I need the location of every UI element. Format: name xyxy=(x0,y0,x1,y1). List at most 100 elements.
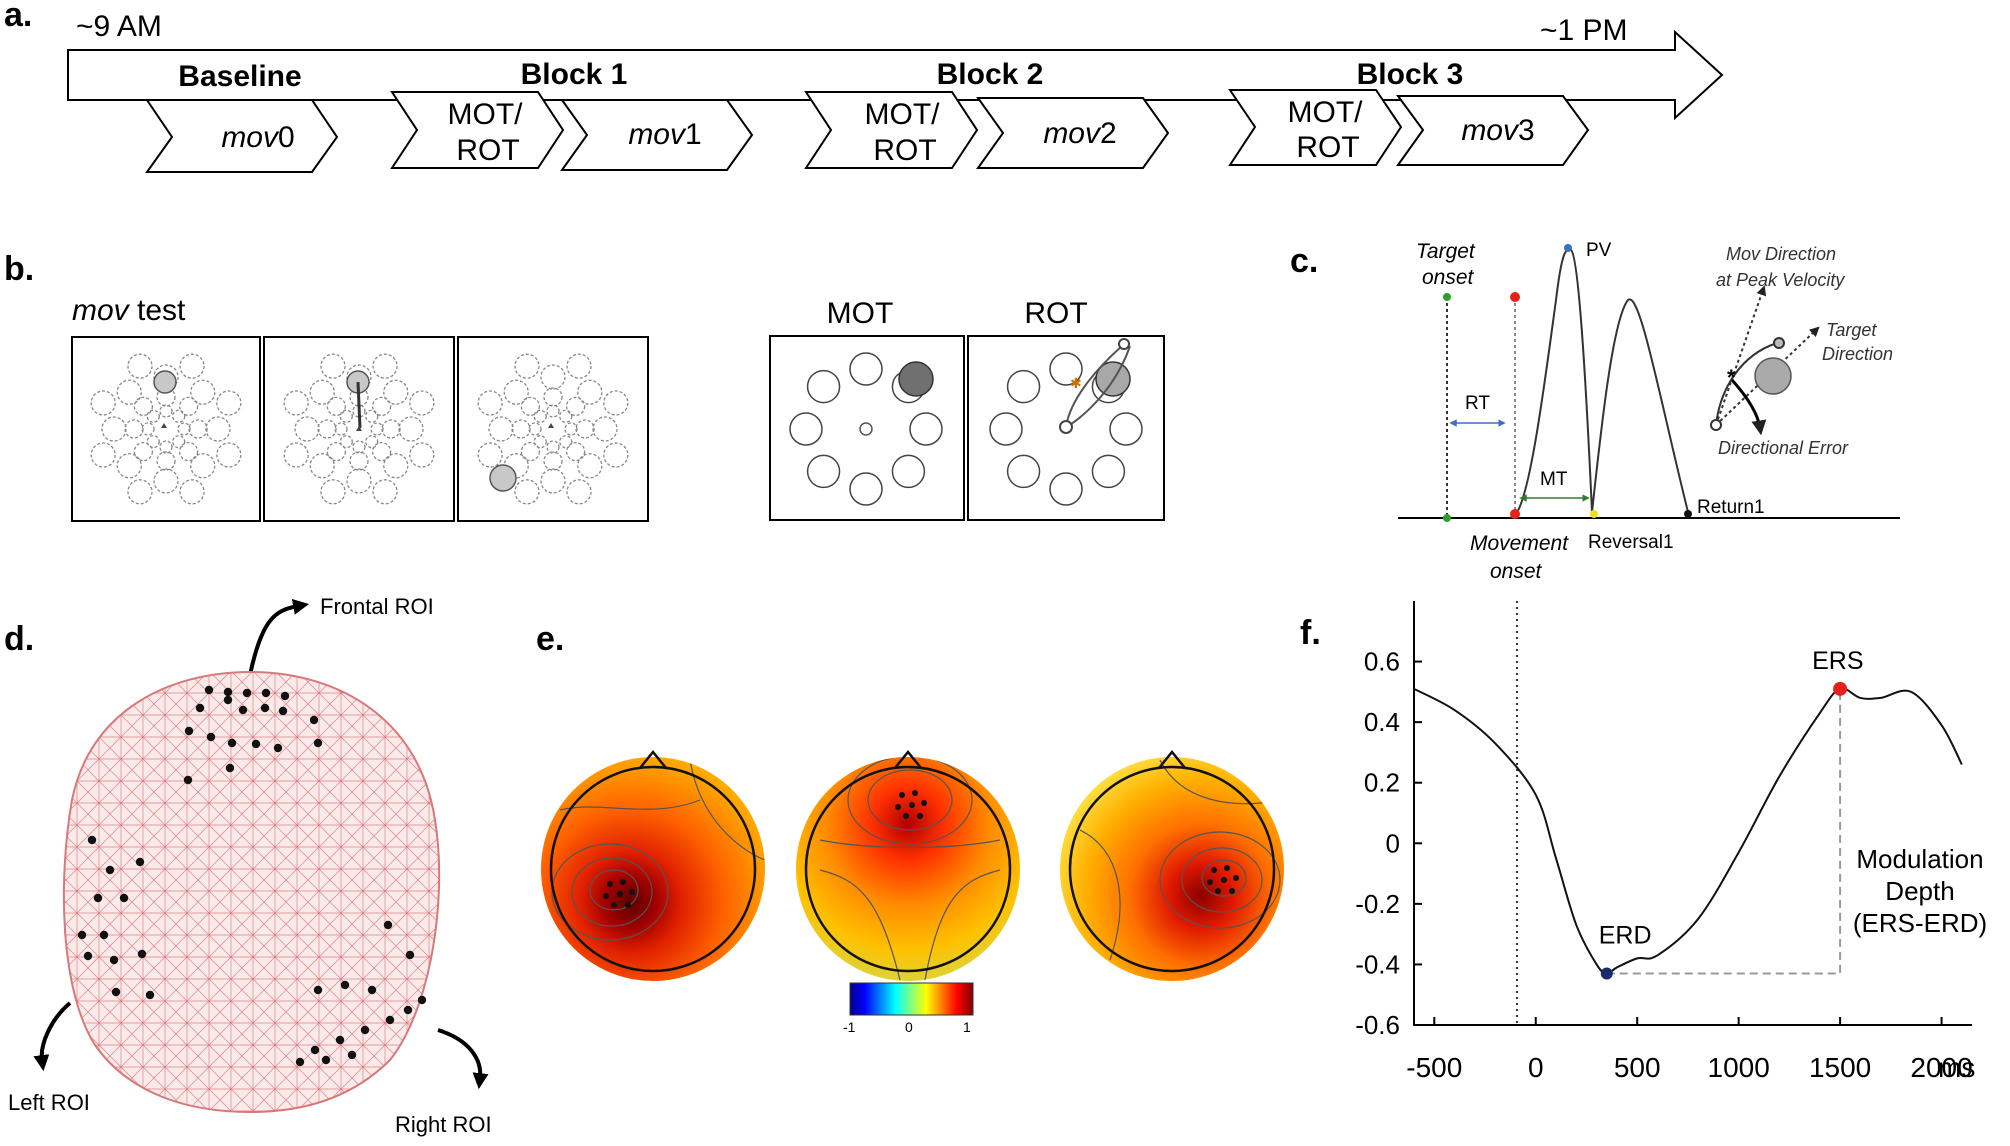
ers-point xyxy=(1833,681,1848,696)
block3-motrot-top: MOT/ xyxy=(1288,96,1364,129)
dashed-target-0-2 xyxy=(564,422,578,436)
electrode-14 xyxy=(273,743,283,753)
topomap-left-contour-1 xyxy=(551,843,669,941)
dashed-target-outer-4 xyxy=(283,390,309,416)
movement-onset-label-2: onset xyxy=(1490,560,1543,583)
dashed-target-4-2 xyxy=(141,422,155,436)
electrode-4 xyxy=(280,691,290,701)
dashed-target-outer-4 xyxy=(90,390,116,416)
dashed-target-1-0 xyxy=(577,453,603,479)
y-tick-label: 0.2 xyxy=(1364,768,1400,798)
x-tick-label: 1500 xyxy=(1809,1052,1871,1083)
block1-motrot-bottom: ROT xyxy=(456,134,519,167)
dashed-target-outer-5 xyxy=(514,353,540,379)
panel-d: d. Frontal ROI Left ROI Right ROI xyxy=(4,594,492,1137)
dashed-target-2-0 xyxy=(540,468,566,494)
directional-error-label: Directional Error xyxy=(1718,438,1849,458)
dashed-target-2-2 xyxy=(159,440,173,454)
cluster-electrode-4 xyxy=(629,889,635,895)
mov0-chevron xyxy=(145,99,339,173)
cluster-electrode-3 xyxy=(909,802,915,808)
mot-rot-target-4 xyxy=(789,412,823,446)
dashed-target-7-0 xyxy=(577,379,603,405)
dashed-target-3-0 xyxy=(116,453,142,479)
mov-test-frame-3 xyxy=(457,336,649,522)
reversal-label: Reversal1 xyxy=(1588,532,1674,553)
section-block-3: Block 3 xyxy=(1357,58,1464,91)
dashed-target-outer-7 xyxy=(216,390,242,416)
block1-motrot-chevron xyxy=(390,91,565,169)
cluster-electrode-4 xyxy=(921,800,927,806)
dashed-target-7-0 xyxy=(190,379,216,405)
rot-title: ROT xyxy=(1024,297,1087,330)
electrode-28 xyxy=(83,951,93,961)
mov-direction-label-2: at Peak Velocity xyxy=(1716,270,1845,290)
y-tick-label: 0 xyxy=(1386,828,1400,858)
cluster-electrode-6 xyxy=(625,902,631,908)
mov2-chevron xyxy=(976,97,1170,169)
right-roi-arrow xyxy=(437,1028,489,1090)
electrode-24 xyxy=(77,930,87,940)
mov-active-target-3 xyxy=(489,464,517,492)
dashed-target-outer-2 xyxy=(514,479,540,505)
cluster-electrode-1 xyxy=(620,879,626,885)
dashed-target-outer-3 xyxy=(283,442,309,468)
mov-test-targets-2 xyxy=(283,353,435,505)
x-tick-label: 1000 xyxy=(1708,1052,1770,1083)
cluster-electrode-2 xyxy=(895,804,901,810)
target-direction-label-2: Direction xyxy=(1822,344,1893,364)
electrode-8 xyxy=(260,703,270,713)
mot-rot-target-2 xyxy=(1049,472,1083,506)
electrode-34 xyxy=(340,980,350,990)
dashed-target-2-0 xyxy=(153,468,179,494)
dashed-target-4-0 xyxy=(294,416,320,442)
electrode-dots xyxy=(77,685,427,1067)
mot-rot-target-6 xyxy=(849,352,883,386)
mot-rot-target-1 xyxy=(1091,454,1126,489)
target-onset-dot-bottom xyxy=(1443,514,1451,522)
electrode-15 xyxy=(309,715,319,725)
dashed-target-0-2 xyxy=(177,422,191,436)
start-time-label: ~9 AM xyxy=(76,10,162,43)
target-onset-label-2: onset xyxy=(1422,266,1475,289)
electrode-41 xyxy=(321,1055,331,1065)
electrode-2 xyxy=(242,688,252,698)
dashed-target-outer-0 xyxy=(603,442,629,468)
mot-rot-target-5 xyxy=(1006,369,1041,404)
electrode-21 xyxy=(135,857,145,867)
dashed-target-1-2 xyxy=(172,435,186,449)
electrode-0 xyxy=(204,685,214,695)
cluster-electrode-5 xyxy=(1215,888,1221,894)
topomap-right-head xyxy=(1068,765,1276,973)
dashed-target-outer-2 xyxy=(127,479,153,505)
mov-test-targets-1 xyxy=(90,353,242,505)
electrode-17 xyxy=(225,763,235,773)
mot-active-target xyxy=(898,361,934,397)
mot-center xyxy=(859,422,873,436)
electrode-44 xyxy=(417,995,427,1005)
dashed-target-3-1 xyxy=(520,441,541,462)
rt-label: RT xyxy=(1465,393,1490,414)
topomap-right-electrodes xyxy=(1207,865,1239,894)
mov1-chevron xyxy=(560,99,754,171)
dashed-target-0-1 xyxy=(381,419,401,439)
cluster-electrode-5 xyxy=(903,813,909,819)
block1-motrot-top: MOT/ xyxy=(448,98,524,131)
target-onset-dot-top xyxy=(1443,293,1451,301)
cluster-electrode-1 xyxy=(912,790,918,796)
electrode-12 xyxy=(227,738,237,748)
electrode-31 xyxy=(383,920,393,930)
mov0-label: mov0 xyxy=(221,121,294,154)
dashed-target-outer-1 xyxy=(566,479,592,505)
cluster-electrode-6 xyxy=(917,813,923,819)
cluster-electrode-5 xyxy=(611,902,617,908)
dashed-target-5-1 xyxy=(520,396,541,417)
dashed-target-7-2 xyxy=(172,409,186,423)
topomap-right-fill xyxy=(1060,757,1284,981)
dashed-target-2-2 xyxy=(546,440,560,454)
rot-center xyxy=(1059,420,1073,434)
electrode-23 xyxy=(119,893,129,903)
dashed-target-0-1 xyxy=(188,419,208,439)
